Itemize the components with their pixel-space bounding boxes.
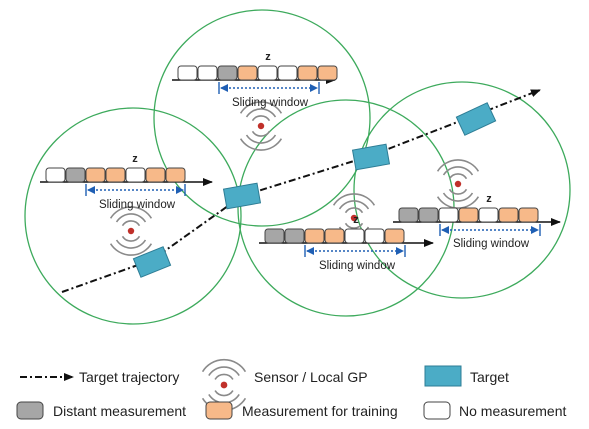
legend: Target trajectory Sensor / Local GP Targ… [16, 358, 566, 420]
target-icon [351, 143, 391, 171]
measurement-cell-none [125, 167, 146, 183]
sliding-window-label: Sliding window [319, 260, 396, 272]
legend-none-label: No measurement [459, 403, 566, 419]
sensor-wave-icon [436, 159, 480, 209]
legend-trajectory-label: Target trajectory [79, 369, 179, 385]
measurement-cell-distant [398, 207, 419, 223]
legend-distant-label: Distant measurement [53, 403, 186, 419]
measurement-cell-none [177, 65, 198, 81]
sensor-wave-icon [239, 101, 283, 151]
measurement-cell-training [324, 228, 345, 244]
measurement-cell-distant [264, 228, 285, 244]
measurement-cell-distant [65, 167, 86, 183]
measurement-cell-training [145, 167, 166, 183]
measurement-cell-training [304, 228, 325, 244]
coverage-circle-1 [24, 107, 242, 325]
measurement-cell-distant [284, 228, 305, 244]
measurement-cell-none [344, 228, 365, 244]
measurement-cell-none [277, 65, 298, 81]
measurement-cell-none [478, 207, 499, 223]
target-icon [455, 102, 497, 136]
targets [132, 102, 497, 278]
target-icon [132, 246, 172, 278]
measurement-cell-training [518, 207, 539, 223]
measurement-cell-training [458, 207, 479, 223]
target-rectangle-icon [424, 365, 462, 387]
z-label: z [353, 214, 359, 226]
measurement-cell-training [105, 167, 126, 183]
legend-target-label: Target [470, 369, 509, 385]
measurement-cell-training [317, 65, 338, 81]
measurement-cell-training [85, 167, 106, 183]
sliding-window-label: Sliding window [99, 199, 176, 211]
measurement-cell-none [364, 228, 385, 244]
sliding-window-label: Sliding window [453, 238, 530, 250]
measurement-cell-distant [217, 65, 238, 81]
sensors [109, 101, 480, 256]
sensor-wave-icon [109, 206, 153, 256]
legend-none-swatch [423, 401, 451, 420]
legend-distant-swatch [16, 401, 44, 420]
measurement-cell-none [45, 167, 66, 183]
measurement-cell-training [297, 65, 318, 81]
measurement-cell-training [384, 228, 405, 244]
measurement-cell-training [165, 167, 186, 183]
z-label: z [265, 51, 271, 63]
target-icon [222, 182, 262, 210]
coverage-circle-2 [153, 9, 371, 227]
z-label: z [132, 153, 138, 165]
measurement-cell-distant [418, 207, 439, 223]
legend-training-label: Measurement for training [242, 403, 398, 419]
measurement-cell-none [257, 65, 278, 81]
sliding-window-label: Sliding window [232, 97, 309, 109]
measurement-cell-training [237, 65, 258, 81]
measurement-cell-none [197, 65, 218, 81]
measurement-cell-none [438, 207, 459, 223]
legend-sensor-label: Sensor / Local GP [254, 369, 368, 385]
legend-training-swatch [205, 401, 233, 420]
measurement-cell-training [498, 207, 519, 223]
z-label: z [486, 193, 492, 205]
coverage-circle-4 [353, 81, 571, 299]
